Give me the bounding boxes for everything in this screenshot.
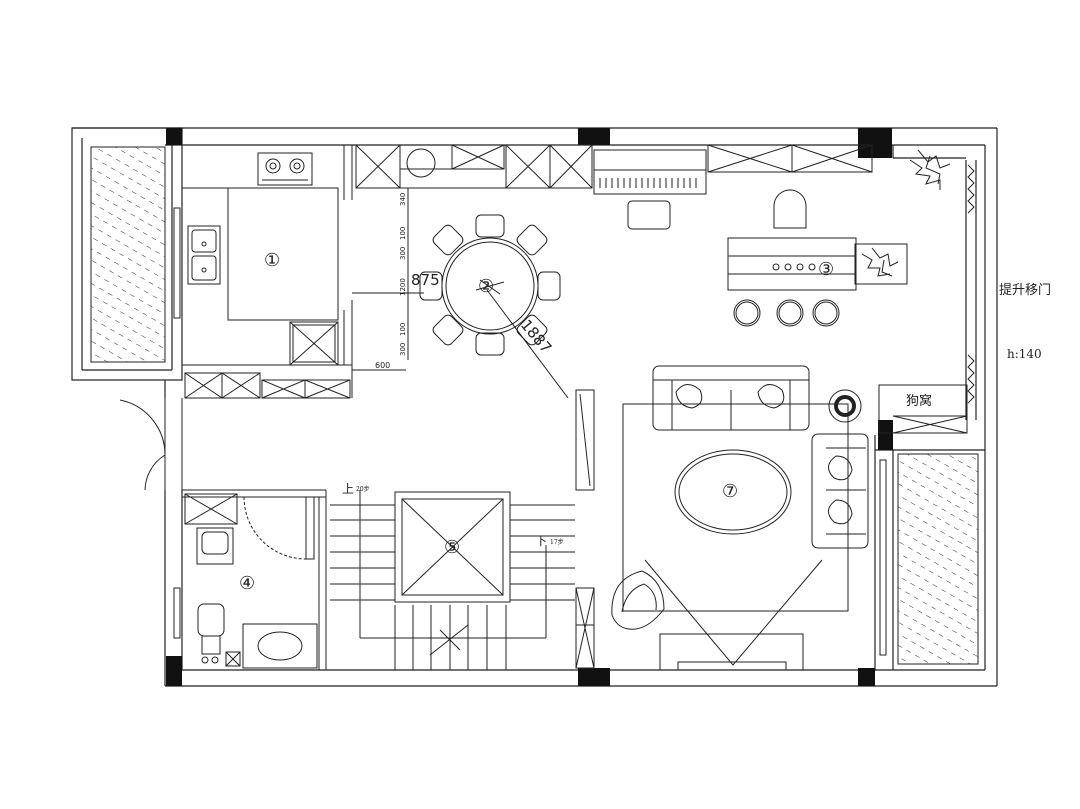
dimension-stack: 340 100 300 1200 100 300 (399, 193, 407, 356)
room-number-stair: ⑤ (444, 537, 460, 558)
entrance-door (119, 398, 183, 491)
dim-100-a: 100 (399, 227, 407, 240)
dim-100-b: 100 (399, 323, 407, 336)
wall-columns (166, 128, 893, 686)
living-room (611, 365, 968, 671)
bathroom (182, 489, 327, 670)
dim-1200: 1200 (399, 278, 407, 296)
stair-up-label: 上 (342, 482, 354, 496)
sliding-doors (173, 164, 975, 656)
room-number-dining: ② (478, 276, 494, 297)
plant-icon (861, 149, 951, 277)
dim-300-a: 300 (399, 247, 407, 260)
room-number-living: ⑦ (722, 481, 738, 502)
dining-table (352, 188, 569, 399)
stair-down-label: 下 (535, 534, 547, 548)
room-number-bathroom: ④ (239, 573, 255, 594)
dim-300-b: 300 (399, 343, 407, 356)
dim-1887: 1887 (517, 316, 555, 357)
height-label: h:140 (1007, 347, 1042, 361)
lift-door-label: 提升移门 (999, 283, 1052, 298)
bar-counter (727, 189, 908, 327)
dim-340: 340 (399, 193, 407, 206)
stair-down-steps: 17步 (550, 538, 564, 546)
room-number-bar: ③ (818, 259, 834, 280)
dog-house-label: 狗窝 (906, 393, 932, 409)
stair-up-steps: 20步 (356, 485, 370, 493)
kitchen (182, 145, 353, 399)
outer-walls (71, 127, 998, 687)
top-cabinets (355, 144, 873, 230)
balcony-hatch (90, 146, 979, 665)
dim-600: 600 (375, 361, 390, 370)
dim-875: 875 (411, 271, 440, 289)
partition-screen (575, 389, 595, 491)
stairs (330, 490, 595, 670)
room-number-kitchen: ① (264, 250, 280, 271)
